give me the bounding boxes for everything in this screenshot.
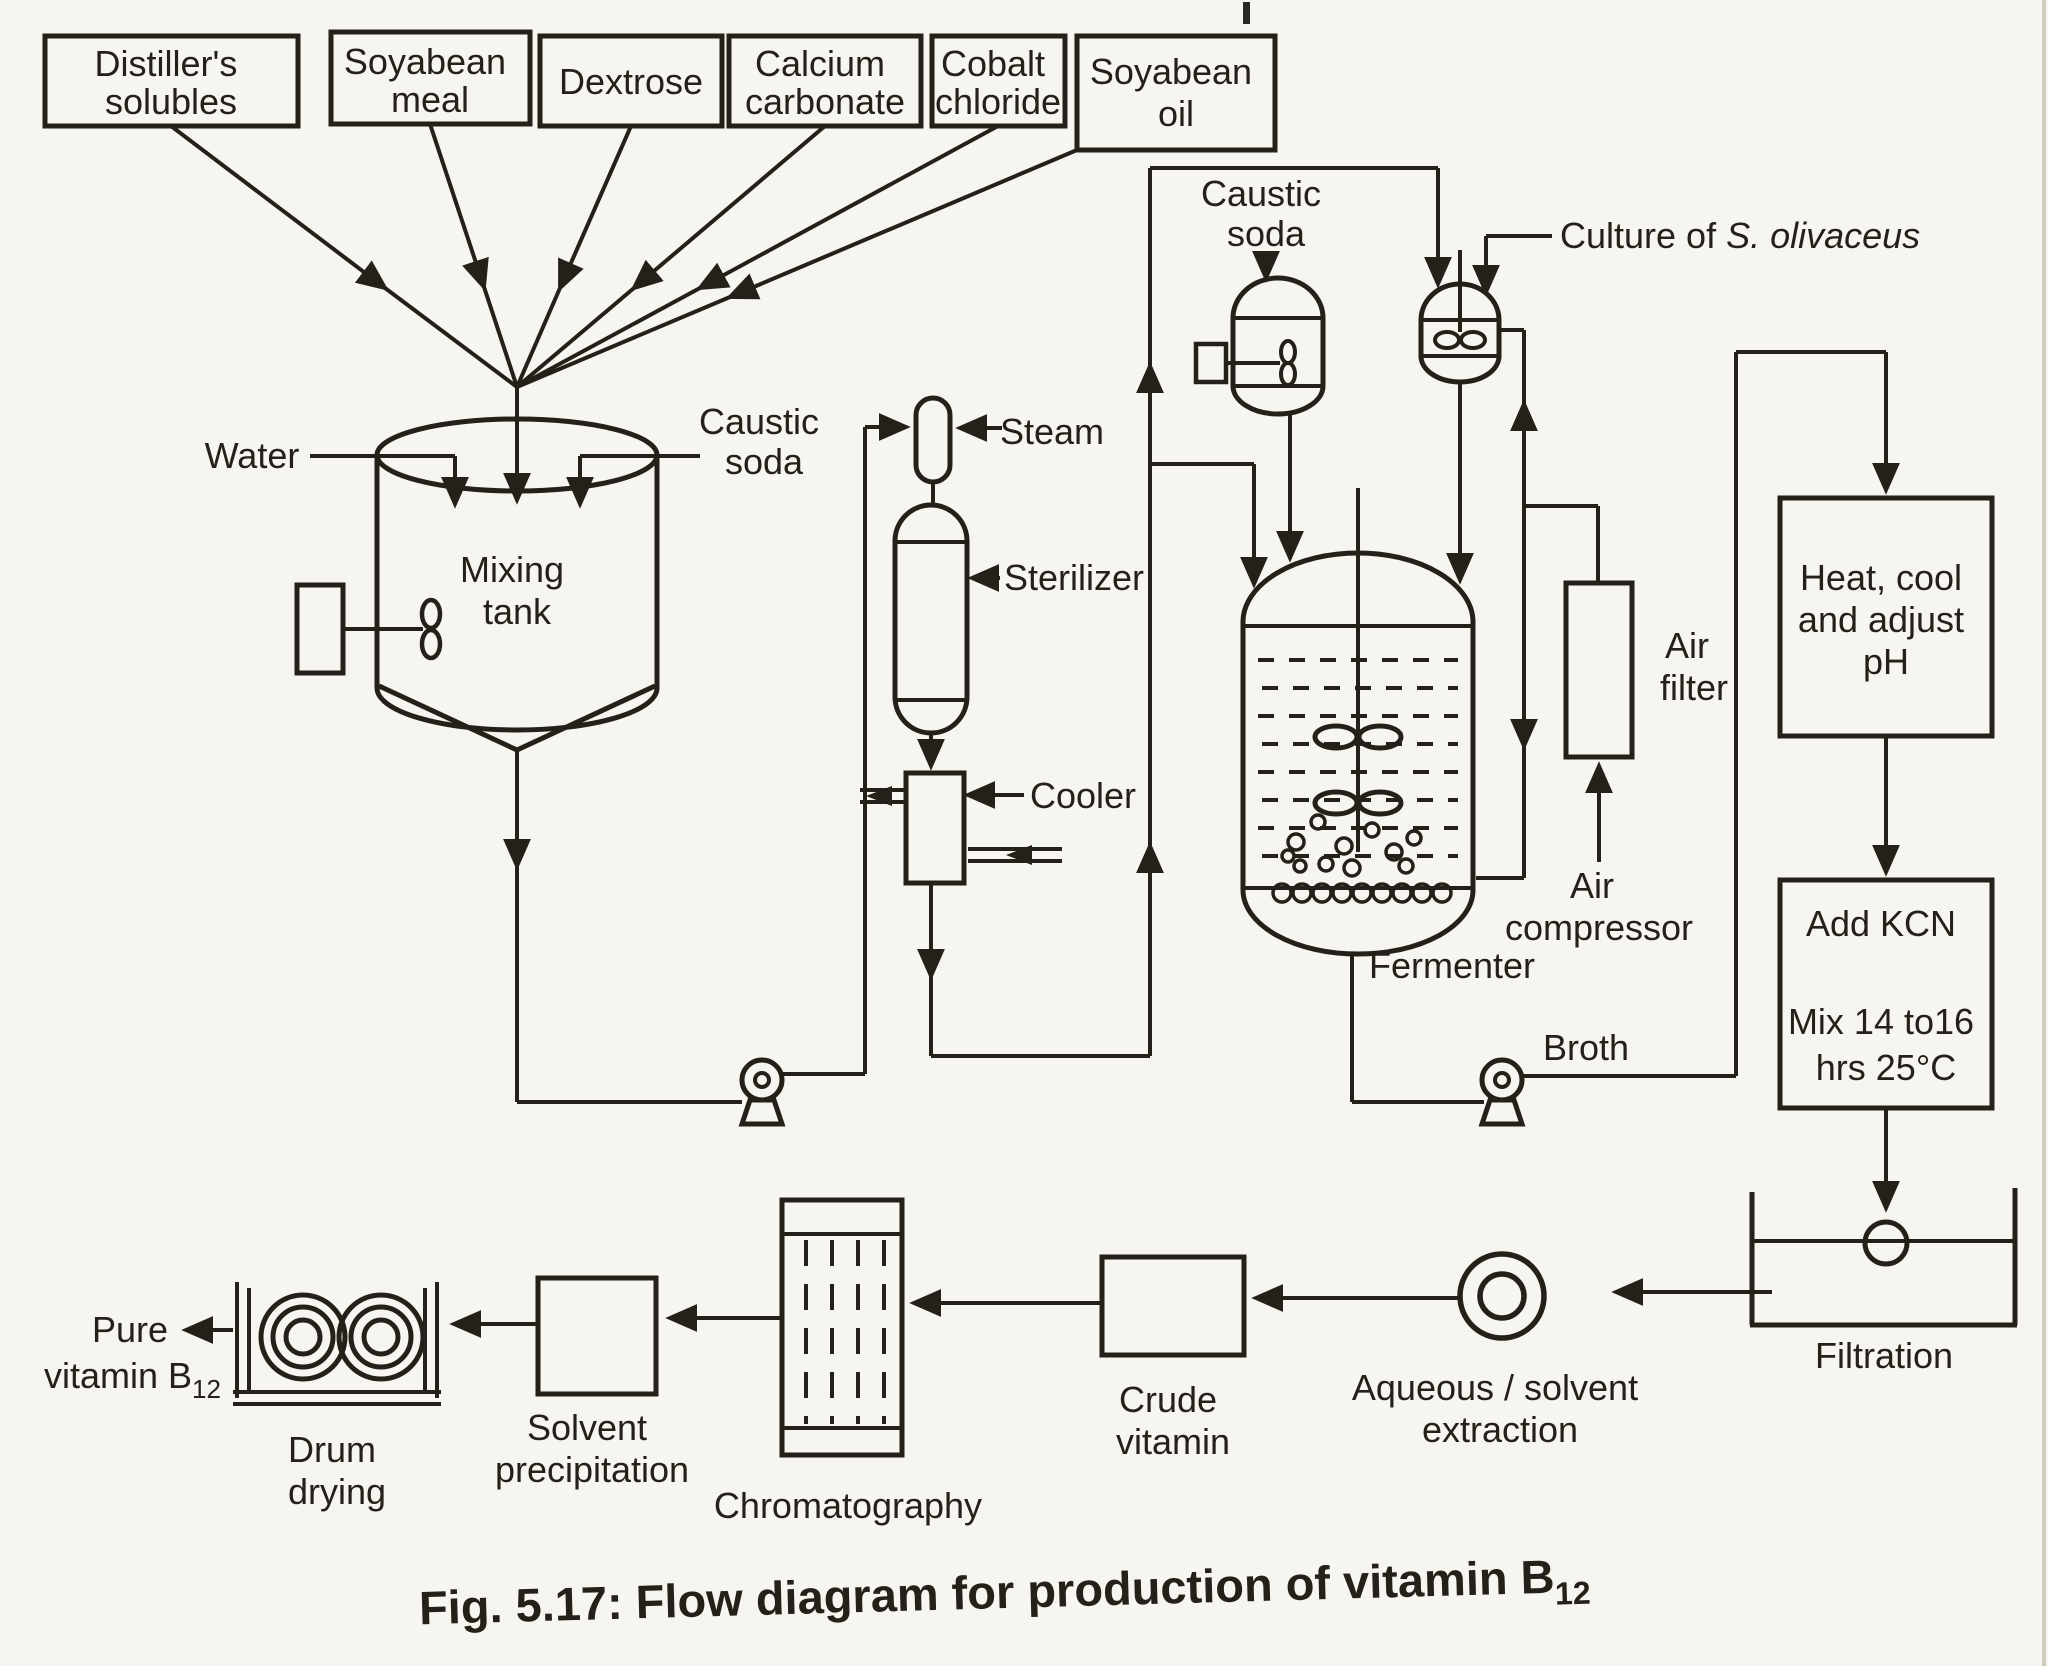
svg-text:Crude vitamin: Crude vitamin (1116, 1379, 1230, 1462)
crude-vitamin-label: Crude (1119, 1379, 1217, 1420)
svg-text:Sterilizer: Sterilizer (1004, 557, 1144, 598)
broth-label: Broth (1543, 1027, 1629, 1068)
caustic-soda-label: Caustic (1201, 173, 1321, 214)
cooling-water-lines (860, 786, 1062, 865)
air-compressor-label: Air (1570, 865, 1614, 906)
svg-text:Water: Water (205, 435, 300, 476)
svg-text:Fermenter: Fermenter (1369, 945, 1535, 986)
svg-text:Pure: Pure (92, 1309, 168, 1350)
pure-vitamin-b12-label: Pure vitamin B12 (44, 1309, 221, 1404)
drum-drying-label: Drum (288, 1429, 376, 1470)
aqueous-solvent-extraction-unit: Aqueous / solvent extraction (1352, 1251, 1648, 1450)
svg-text:Caustic soda: Caustic soda (699, 401, 829, 482)
pump-medium (738, 1057, 786, 1127)
svg-text:Cobalt chloride: Cobalt chloride (935, 43, 1061, 122)
caustic-soda-inlet-mixing: Caustic soda (566, 401, 829, 509)
culture-inoculum-label: Culture of S. olivaceus (1472, 215, 1920, 297)
scan-edge-artifact (2042, 0, 2046, 1666)
ingredient-box-distillers-solubles: Distiller's solubles (42, 33, 301, 129)
svg-text:Drum drying: Drum drying (288, 1429, 386, 1512)
svg-text:Mixing tank: Mixing tank (460, 549, 574, 632)
broth-harvest-line (1350, 350, 1900, 1104)
rotary-drum-filter-icon (1862, 1219, 1910, 1267)
svg-text:Caustic soda: Caustic soda (1201, 173, 1331, 254)
fermenter-vessel: Fermenter (1240, 488, 1535, 986)
fermenter-air-bubbles (1271, 813, 1453, 904)
svg-text:vitamin B12: vitamin B12 (44, 1355, 221, 1404)
svg-text:Dextrose: Dextrose (559, 61, 703, 102)
medium-transfer-line (503, 413, 911, 1104)
crude-vitamin-box: Crude vitamin (1099, 1254, 1247, 1462)
caustic-soda-vessel (1193, 275, 1326, 563)
solvent-precipitation-box: Solvent precipitation (495, 1275, 689, 1490)
drying-drums (258, 1292, 426, 1382)
svg-text:Soyabean meal: Soyabean meal (344, 41, 516, 120)
fermenter-impellers (1312, 723, 1404, 817)
svg-text:Cooler: Cooler (1030, 775, 1136, 816)
cooler-label: Cooler (1030, 775, 1136, 816)
steam-inlet: Steam (955, 411, 1104, 452)
ingredient-box-soyabean-meal: Soyabean meal (328, 29, 533, 127)
svg-text:Steam: Steam (1000, 411, 1104, 452)
water-label: Water (205, 435, 300, 476)
caustic-vessel-motor (1193, 339, 1297, 387)
fermenter-label: Fermenter (1369, 945, 1535, 986)
caustic-soda-label: Caustic (699, 401, 819, 442)
sterile-air-line (1476, 328, 1600, 880)
svg-text:Broth: Broth (1543, 1027, 1629, 1068)
ingredient-feed-arrows (169, 123, 1078, 505)
process-step-label: Add KCN (1806, 903, 1956, 944)
column-packing-lines (804, 1240, 886, 1424)
svg-text:Aqueous / solvent extrac: Aqueous / solvent extraction (1352, 1367, 1648, 1450)
svg-text:Chromatography: Chromatography (714, 1485, 982, 1526)
culture-label: Culture of (1560, 215, 1726, 256)
cooler-unit: Cooler (860, 770, 1136, 886)
svg-text:Calcium carbonate: Calcium carbonate (745, 43, 905, 122)
sterilizer-vessel: Sterilizer (892, 502, 1144, 771)
product-label: Pure (92, 1309, 168, 1350)
chromatography-column: Chromatography (714, 1197, 982, 1526)
air-filter-label: Air (1665, 625, 1709, 666)
filtration-label: Filtration (1815, 1335, 1953, 1376)
svg-text:Air compressor: Air compressor (1505, 865, 1693, 948)
pump-broth (1478, 1057, 1526, 1127)
svg-text:Solvent precipitation: Solvent precipitation (495, 1407, 689, 1490)
mixing-tank: Mixing tank (294, 416, 660, 753)
scan-mark-artifact (1243, 2, 1250, 24)
mixing-tank-motor (294, 582, 443, 676)
process-step-label: Heat, cool (1800, 557, 1962, 598)
mixing-tank-label: Mixing (460, 549, 564, 590)
ingredient-box-cobalt-chloride: Cobalt chloride (929, 33, 1068, 129)
solvent-precipitation-label: Solvent (527, 1407, 647, 1448)
sterilizer-label: Sterilizer (1004, 557, 1144, 598)
steam-label: Steam (1000, 411, 1104, 452)
extraction-label: Aqueous / solvent (1352, 1367, 1638, 1408)
caustic-soda-inlet-fermenter: Caustic soda (1201, 173, 1331, 283)
sterile-medium-line (917, 166, 1452, 1058)
svg-text:Add KCN Mix 14 to16: Add KCN Mix 14 to16 hrs 25°C (1788, 903, 1984, 1088)
svg-text:Distiller's solubles: Distiller's solubles (95, 43, 248, 122)
heat-cool-adjust-ph-box: Heat, cool and adjust pH (1777, 495, 1995, 739)
svg-text:Filtration: Filtration (1815, 1335, 1953, 1376)
seed-culture-vessel (1418, 250, 1502, 585)
svg-text:Heat, cool and adjust: Heat, cool and adjust pH (1798, 557, 1974, 682)
drum-dryer: Drum drying (233, 1282, 441, 1512)
svg-text:Soyabean oil: Soyabean oil (1090, 51, 1262, 134)
water-inlet: Water (205, 435, 469, 509)
svg-text:Air filter: Air filter (1660, 625, 1728, 708)
chromatography-label: Chromatography (714, 1485, 982, 1526)
air-compressor-unit: Air compressor (1505, 761, 1693, 948)
box-label: Distiller's (95, 43, 238, 84)
filtration-tank: Filtration (1749, 1188, 2018, 1376)
svg-text:Culture of S. olivaceus: Culture of S. olivaceus (1560, 215, 1920, 256)
ingredient-box-calcium-carbonate: Calcium carbonate (726, 33, 924, 129)
air-filter-unit: Air filter (1563, 580, 1728, 760)
ingredient-box-soyabean-oil: Soyabean oil (1074, 33, 1278, 153)
